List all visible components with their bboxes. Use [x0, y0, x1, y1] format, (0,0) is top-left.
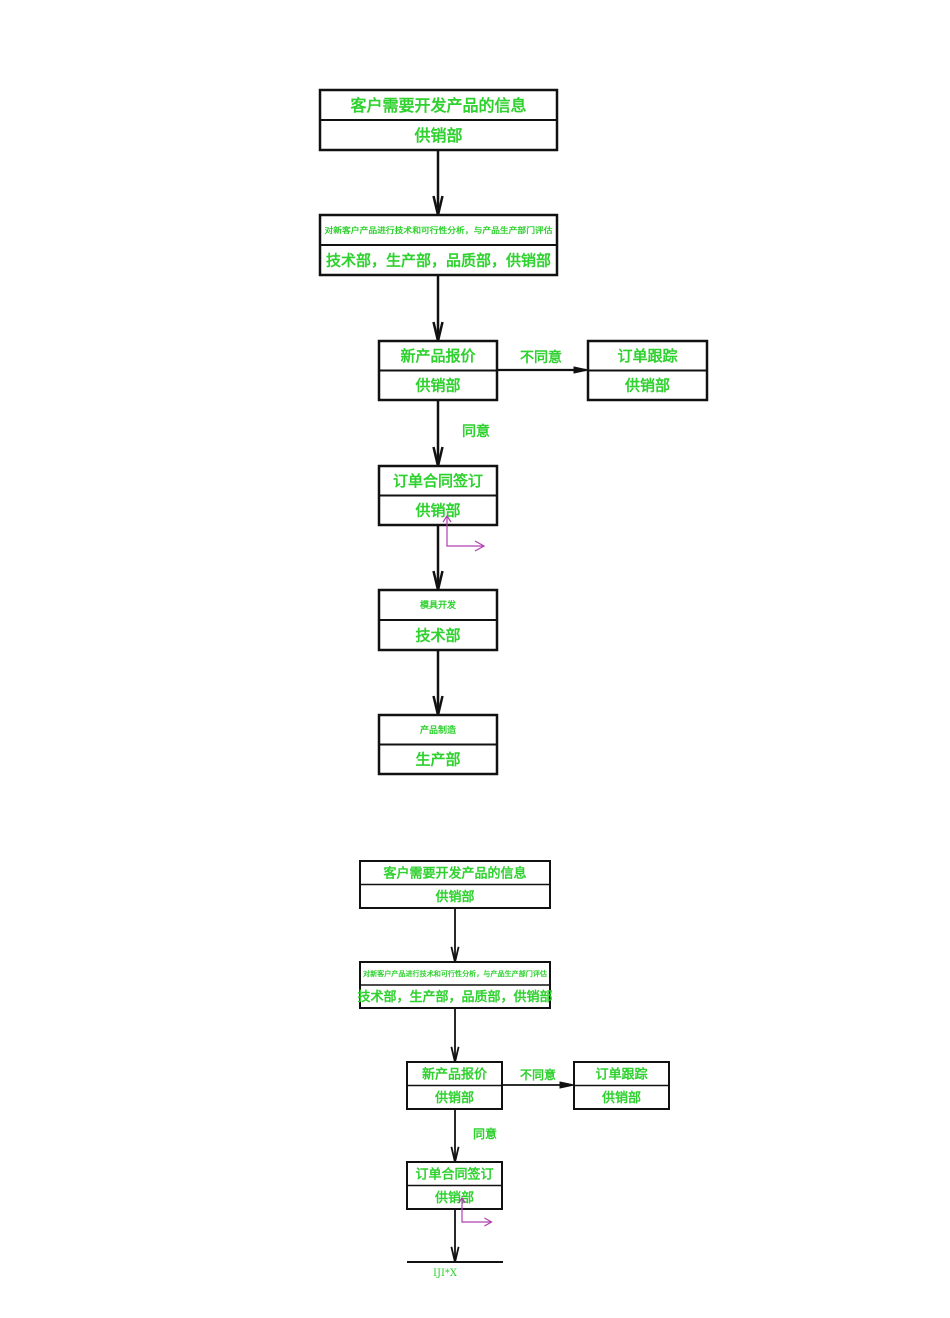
diagram2-box-b4-title: 订单跟踪: [595, 1066, 647, 1082]
diagram1-box-a3-title: 新产品报价: [400, 347, 476, 365]
diagram1-box-a7-department: 生产部: [415, 751, 460, 769]
diagram1-arrow-3-4-head: [573, 366, 589, 374]
diagram2-cursor-arrow-head: [484, 1217, 493, 1227]
diagram1-box-a1-title: 客户需要开发产品的信息: [350, 96, 526, 115]
diagram2-cursor-arrow-tip: [458, 1196, 466, 1204]
diagram1-box-a6-title: 模具开发: [420, 599, 457, 611]
diagram2-label-disagree: 不同意: [520, 1067, 556, 1082]
diagram2-cursor-arrow: [461, 1198, 491, 1223]
diagram1-arrow-5-6-head: [432, 570, 444, 591]
diagram1-box-a5-department: 供销部: [414, 502, 460, 520]
diagram1-box-a4-title: 订单跟踪: [617, 347, 677, 365]
diagram1-box-a2: 对新客户产品进行技术和可行性分析，与产品生产部门评估技术部，生产部，品质部，供销…: [318, 213, 559, 277]
diagram1-box-a4-department: 供销部: [624, 377, 670, 395]
diagram1-box-a2-title: 对新客户产品进行技术和可行性分析，与产品生产部门评估: [325, 225, 553, 235]
diagram2-box-b3-title: 新产品报价: [422, 1066, 488, 1082]
diagram2-box-b2-title: 对新客户产品进行技术和可行性分析，与产品生产部门评估: [363, 969, 547, 978]
diagram2-box-b2-department: 技术部，生产部，品质部，供销部: [357, 989, 552, 1005]
diagram1-arrow-6-7-head: [432, 695, 444, 716]
diagram1-arrow-1-2-head: [432, 195, 444, 216]
diagram2-arrow-2-3-head: [450, 1046, 460, 1063]
diagram1-label-disagree: 不同意: [520, 349, 562, 366]
diagram1-box-a6-department: 技术部: [415, 626, 460, 644]
diagram1-cursor-arrow: [446, 516, 483, 547]
diagram2-arrow-1-2-head: [450, 946, 460, 963]
diagram1-box-a1-department: 供销部: [413, 126, 462, 145]
diagram2-arrow-3-4-head: [559, 1081, 575, 1089]
diagram1-cursor-arrow-tip: [442, 514, 452, 523]
diagram2-box-b1-title: 客户需要开发产品的信息: [383, 865, 526, 881]
diagram2-box-b3-department: 供销部: [434, 1090, 474, 1106]
diagram2-box-b1-department: 供销部: [434, 889, 474, 905]
diagram1-arrow-2-3-head: [432, 321, 444, 342]
diagram1-box-a3-department: 供销部: [414, 377, 460, 395]
diagram2-box-b2: 对新客户产品进行技术和可行性分析，与产品生产部门评估技术部，生产部，品质部，供销…: [357, 961, 553, 1009]
diagram1-box-a2-department: 技术部，生产部，品质部，供销部: [326, 251, 551, 269]
diagram2-arrow-3-5-head: [450, 1146, 460, 1163]
diagram2-box-b5-department: 供销部: [434, 1190, 474, 1206]
diagram1-box-a5-title: 订单合同签订: [393, 472, 483, 490]
diagram2-box-b4-department: 供销部: [601, 1090, 641, 1106]
diagram2-box-b5-title: 订单合同签订: [415, 1166, 493, 1182]
diagram1-box-a7-title: 产品制造: [420, 724, 457, 736]
diagram2-label-agree: 同意: [473, 1126, 497, 1141]
diagram1-cursor-arrow-head: [474, 540, 486, 552]
diagram1-label-agree: 同意: [462, 423, 490, 440]
diagram2-footer-text: IJI*X: [433, 1268, 458, 1279]
diagram1-arrow-3-5-head: [432, 446, 444, 467]
